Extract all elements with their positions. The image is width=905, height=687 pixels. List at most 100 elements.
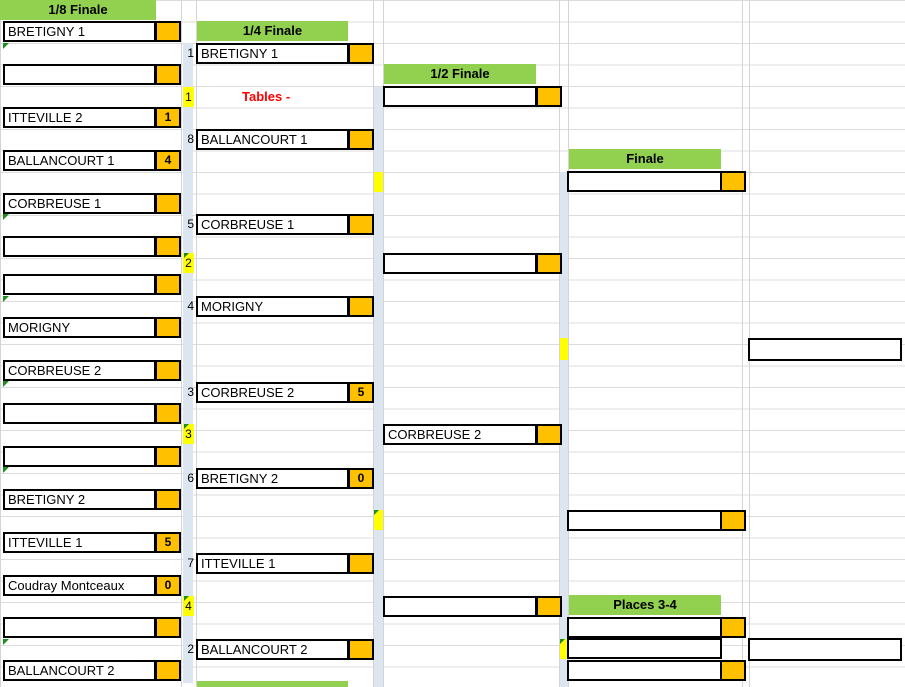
r16-team[interactable]: ITTEVILLE 2: [3, 107, 156, 128]
qf-score[interactable]: 0: [348, 468, 374, 489]
sf-score[interactable]: [536, 86, 562, 107]
comment-indicator-icon: [374, 510, 379, 515]
header-sf: 1/2 Finale: [384, 64, 536, 84]
r16-team[interactable]: BALLANCOURT 1: [3, 150, 156, 171]
column-line: [559, 0, 560, 687]
r16-score[interactable]: 1: [155, 107, 181, 128]
r16-score[interactable]: 4: [155, 150, 181, 171]
r16-score[interactable]: [155, 403, 181, 424]
places34-sf-loser[interactable]: [567, 638, 722, 659]
comment-indicator-icon: [3, 381, 9, 387]
final-marker: [560, 338, 568, 360]
r16-team[interactable]: [3, 236, 156, 257]
r16-score[interactable]: [155, 193, 181, 214]
qf-team[interactable]: CORBREUSE 2: [196, 382, 349, 403]
header-places34: Places 3-4: [569, 595, 721, 615]
comment-indicator-icon: [184, 424, 189, 429]
final-score[interactable]: [720, 171, 746, 192]
final-team[interactable]: [567, 510, 722, 531]
r16-score[interactable]: [155, 360, 181, 381]
qf-seed: 2: [187, 642, 194, 656]
bracket-separator: [560, 172, 568, 687]
comment-indicator-icon: [3, 639, 9, 645]
r16-score[interactable]: 5: [155, 532, 181, 553]
winner-field[interactable]: [748, 338, 902, 361]
comment-indicator-icon: [3, 296, 9, 302]
qf-seed: 7: [187, 556, 194, 570]
comment-indicator-icon: [3, 467, 9, 473]
sf-score[interactable]: [536, 596, 562, 617]
qf-seed: 3: [187, 385, 194, 399]
match-number-marker: 4: [183, 596, 194, 616]
r16-team[interactable]: BALLANCOURT 2: [3, 660, 156, 681]
r16-score[interactable]: [155, 236, 181, 257]
places34-score[interactable]: [720, 617, 746, 638]
qf-score[interactable]: [348, 553, 374, 574]
tables-label: Tables -: [242, 89, 291, 104]
r16-score[interactable]: [155, 317, 181, 338]
r16-score[interactable]: [155, 274, 181, 295]
places34-score[interactable]: [720, 660, 746, 681]
match-number-marker: 3: [183, 424, 194, 444]
r16-team[interactable]: [3, 446, 156, 467]
qf-team[interactable]: BALLANCOURT 1: [196, 129, 349, 150]
sf-marker: [374, 510, 383, 530]
sf-team[interactable]: [383, 86, 537, 107]
qf-seed: 5: [187, 217, 194, 231]
sf-team[interactable]: [383, 253, 537, 274]
r16-team[interactable]: CORBREUSE 1: [3, 193, 156, 214]
sf-marker: [374, 172, 383, 192]
qf-seed: 6: [187, 471, 194, 485]
column-line: [373, 0, 374, 687]
qf-team[interactable]: BALLANCOURT 2: [196, 639, 349, 660]
sf-score[interactable]: [536, 424, 562, 445]
column-line: [383, 0, 384, 687]
qf-score[interactable]: [348, 214, 374, 235]
comment-indicator-icon: [184, 253, 189, 258]
column-line: [568, 0, 569, 687]
column-line: [742, 0, 743, 687]
match-number-marker: 1: [183, 87, 194, 107]
r16-score[interactable]: 0: [155, 575, 181, 596]
qf-score[interactable]: [348, 639, 374, 660]
r16-team[interactable]: BRETIGNY 2: [3, 489, 156, 510]
column-line: [181, 0, 182, 687]
r16-team[interactable]: [3, 64, 156, 85]
r16-team[interactable]: CORBREUSE 2: [3, 360, 156, 381]
r16-score[interactable]: [155, 489, 181, 510]
r16-team[interactable]: BRETIGNY 1: [3, 21, 156, 42]
sf-score[interactable]: [536, 253, 562, 274]
column-line: [196, 0, 197, 687]
r16-team[interactable]: [3, 403, 156, 424]
qf-team[interactable]: MORIGNY: [196, 296, 349, 317]
places34-team[interactable]: [567, 660, 722, 681]
r16-score[interactable]: [155, 21, 181, 42]
sf-team[interactable]: [383, 596, 537, 617]
r16-score[interactable]: [155, 446, 181, 467]
places34-team[interactable]: [567, 617, 722, 638]
qf-score[interactable]: [348, 296, 374, 317]
header-qf: 1/4 Finale: [197, 21, 348, 41]
header-next-partial: [197, 681, 348, 687]
r16-score[interactable]: [155, 660, 181, 681]
final-score[interactable]: [720, 510, 746, 531]
qf-team[interactable]: CORBREUSE 1: [196, 214, 349, 235]
sf-team[interactable]: CORBREUSE 2: [383, 424, 537, 445]
r16-score[interactable]: [155, 617, 181, 638]
qf-team[interactable]: BRETIGNY 1: [196, 43, 349, 64]
final-team[interactable]: [567, 171, 722, 192]
r16-score[interactable]: [155, 64, 181, 85]
r16-team[interactable]: [3, 617, 156, 638]
qf-team[interactable]: BRETIGNY 2: [196, 468, 349, 489]
qf-score[interactable]: [348, 129, 374, 150]
qf-team[interactable]: ITTEVILLE 1: [196, 553, 349, 574]
r16-team[interactable]: ITTEVILLE 1: [3, 532, 156, 553]
r16-team[interactable]: MORIGNY: [3, 317, 156, 338]
header-final: Finale: [569, 149, 721, 169]
qf-score[interactable]: [348, 43, 374, 64]
qf-seed: 4: [187, 299, 194, 313]
qf-score[interactable]: 5: [348, 382, 374, 403]
r16-team[interactable]: Coudray Montceaux: [3, 575, 156, 596]
r16-team[interactable]: [3, 274, 156, 295]
third-place-field[interactable]: [748, 638, 902, 661]
